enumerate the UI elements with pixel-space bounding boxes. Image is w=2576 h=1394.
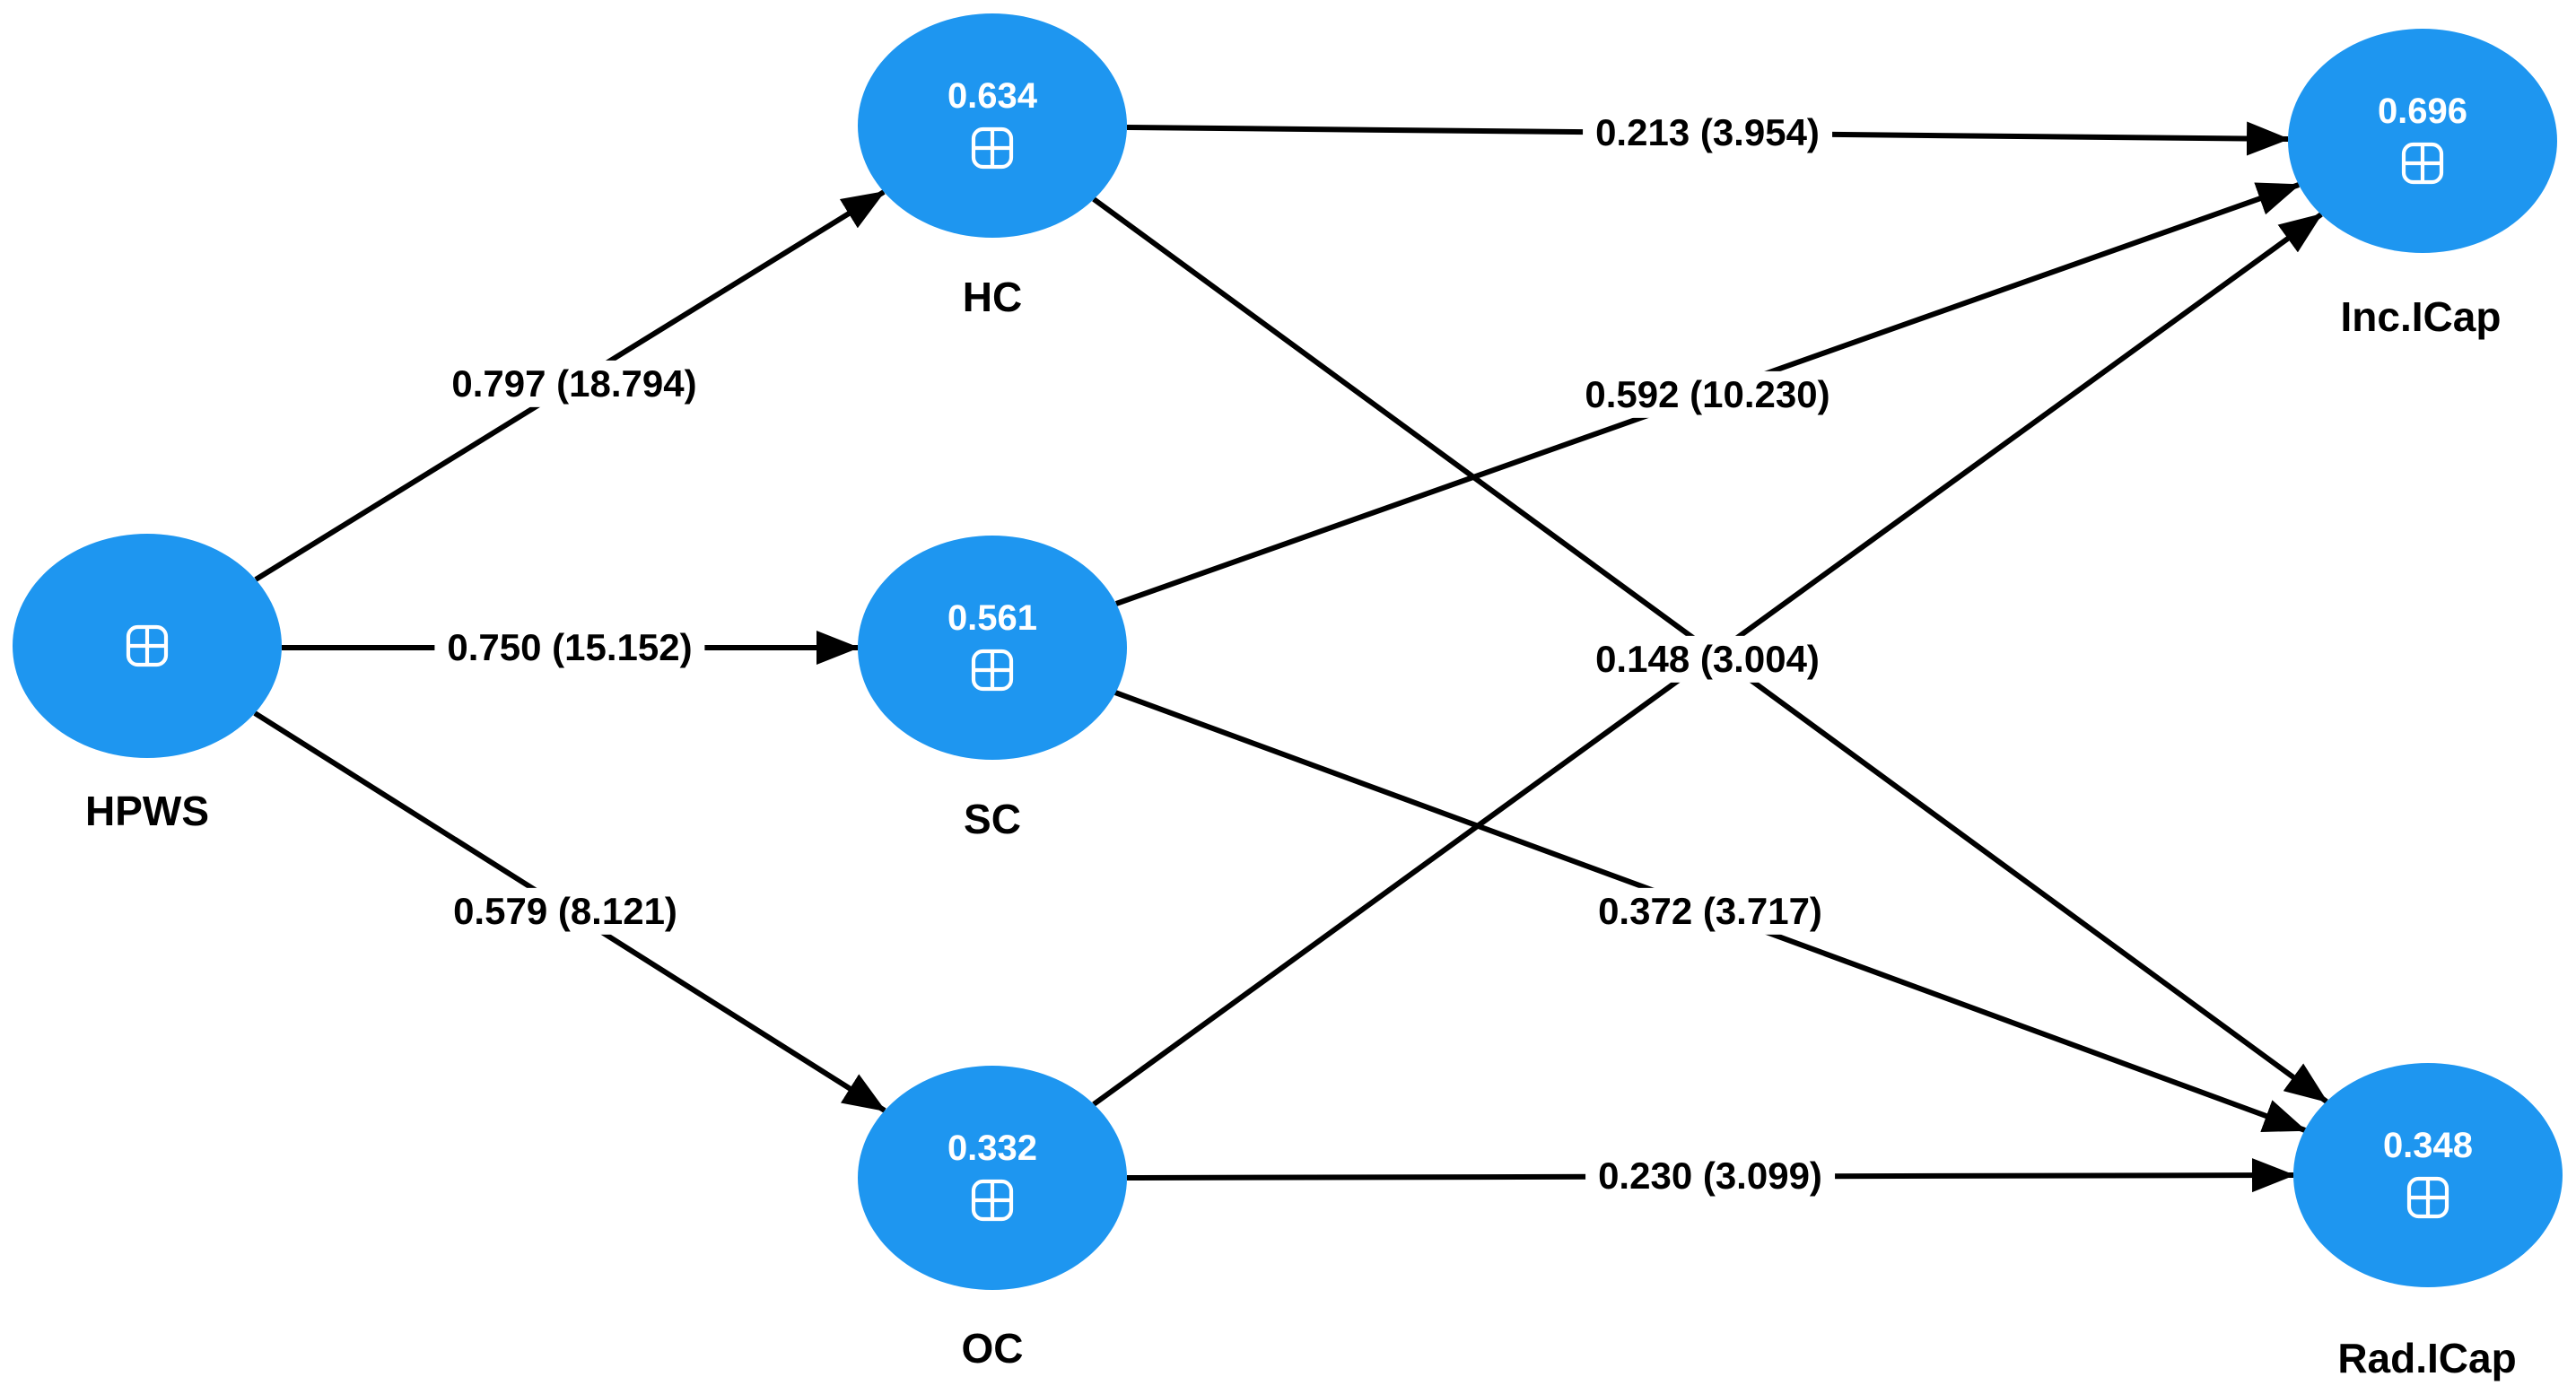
path-label-hpws-sc: 0.750 (15.152) [434,623,705,672]
plus-expand-icon[interactable] [967,123,1017,173]
plus-expand-icon[interactable] [122,621,172,671]
path-label-hc-incicap: 0.213 (3.954) [1583,109,1832,157]
node-label-radicap: Rad.ICap [2337,1335,2517,1381]
node-label-incicap: Inc.ICap [2340,293,2502,340]
plus-expand-icon[interactable] [967,645,1017,695]
node-incicap[interactable]: 0.696 [2288,29,2557,253]
node-label-oc: OC [961,1325,1024,1372]
node-r2-value: 0.561 [947,598,1038,638]
node-r2-value: 0.696 [2377,91,2468,131]
plus-expand-icon[interactable] [967,1175,1017,1225]
node-oc[interactable]: 0.332 [858,1066,1127,1290]
node-label-hc: HC [962,274,1023,320]
node-label-hpws: HPWS [85,788,209,834]
node-label-sc: SC [964,796,1021,842]
node-sc[interactable]: 0.561 [858,536,1127,760]
node-r2-value: 0.332 [947,1128,1038,1168]
node-r2-value: 0.348 [2382,1126,2474,1165]
path-label-sc-radicap: 0.372 (3.717) [1585,887,1835,936]
node-radicap[interactable]: 0.348 [2293,1063,2563,1287]
plus-expand-icon[interactable] [2403,1172,2453,1223]
plus-expand-icon[interactable] [2397,138,2448,188]
node-r2-value: 0.634 [947,76,1038,116]
path-label-hpws-oc: 0.579 (8.121) [441,887,690,936]
node-hc[interactable]: 0.634 [858,13,1127,238]
path-label-sc-incicap: 0.592 (10.230) [1572,370,1843,419]
path-label-oc-incicap: 0.148 (3.004) [1583,635,1832,684]
node-hpws[interactable] [13,534,282,758]
path-label-oc-radicap: 0.230 (3.099) [1585,1152,1835,1200]
path-label-hpws-hc: 0.797 (18.794) [439,360,710,408]
